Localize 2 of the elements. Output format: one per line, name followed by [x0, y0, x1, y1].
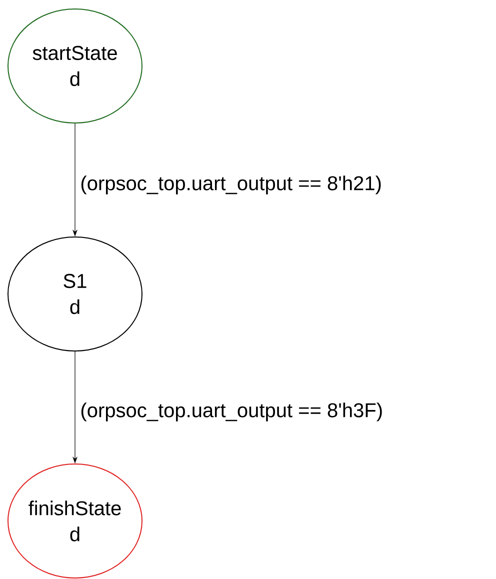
edge-label: (orpsoc_top.uart_output == 8'h21)	[79, 174, 383, 196]
edge-label: (orpsoc_top.uart_output == 8'h3F)	[79, 402, 384, 422]
